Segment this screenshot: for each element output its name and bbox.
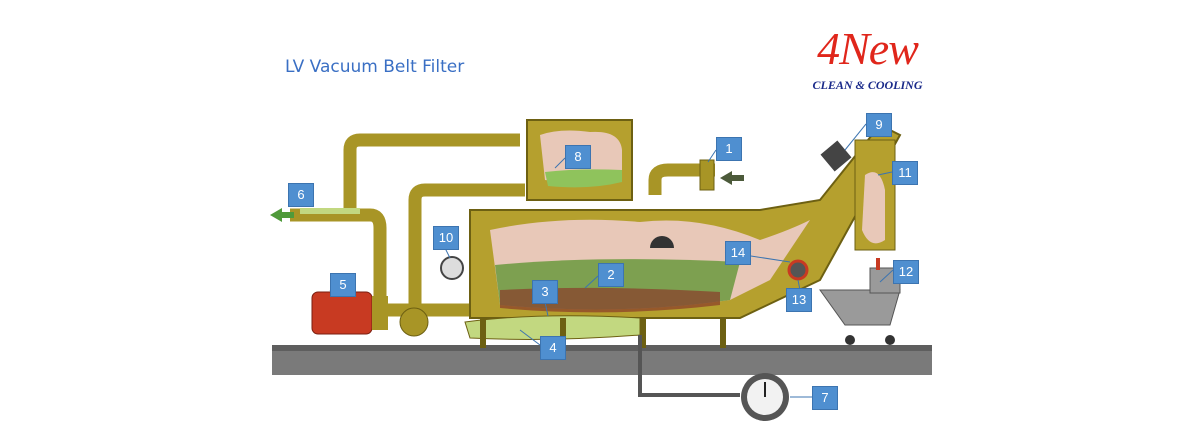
inlet-arrow [720,171,732,185]
label-11: 11 [892,161,918,185]
sludge-cart [819,289,901,326]
label-7: 7 [812,386,838,410]
diagram-title: LV Vacuum Belt Filter [285,57,465,77]
tension-roller [787,259,809,281]
blower [440,256,464,280]
label-8: 8 [565,145,591,169]
vacuum-pump [311,291,373,335]
pump-valve [399,307,429,337]
label-13: 13 [786,288,812,312]
label-1: 1 [716,137,742,161]
label-9: 9 [866,113,892,137]
label-5: 5 [330,273,356,297]
gauge-line [638,335,740,397]
logo: 4New CLEAN & COOLING [800,22,935,92]
label-14: 14 [725,241,751,265]
inspection-hatch [650,236,674,248]
logo-sub-text: CLEAN & COOLING [812,78,923,92]
label-2: 2 [598,263,624,287]
label-12: 12 [893,260,919,284]
label-4: 4 [540,336,566,360]
pipework [290,133,715,317]
inlet-flange [699,159,715,191]
outlet-arrow [270,208,282,222]
label-3: 3 [532,280,558,304]
drive-motor [820,140,852,172]
support-legs [480,318,726,348]
logo-main-text: 4New [817,23,919,74]
label-6: 6 [288,183,314,207]
ground-edge [272,345,932,351]
label-10: 10 [433,226,459,250]
